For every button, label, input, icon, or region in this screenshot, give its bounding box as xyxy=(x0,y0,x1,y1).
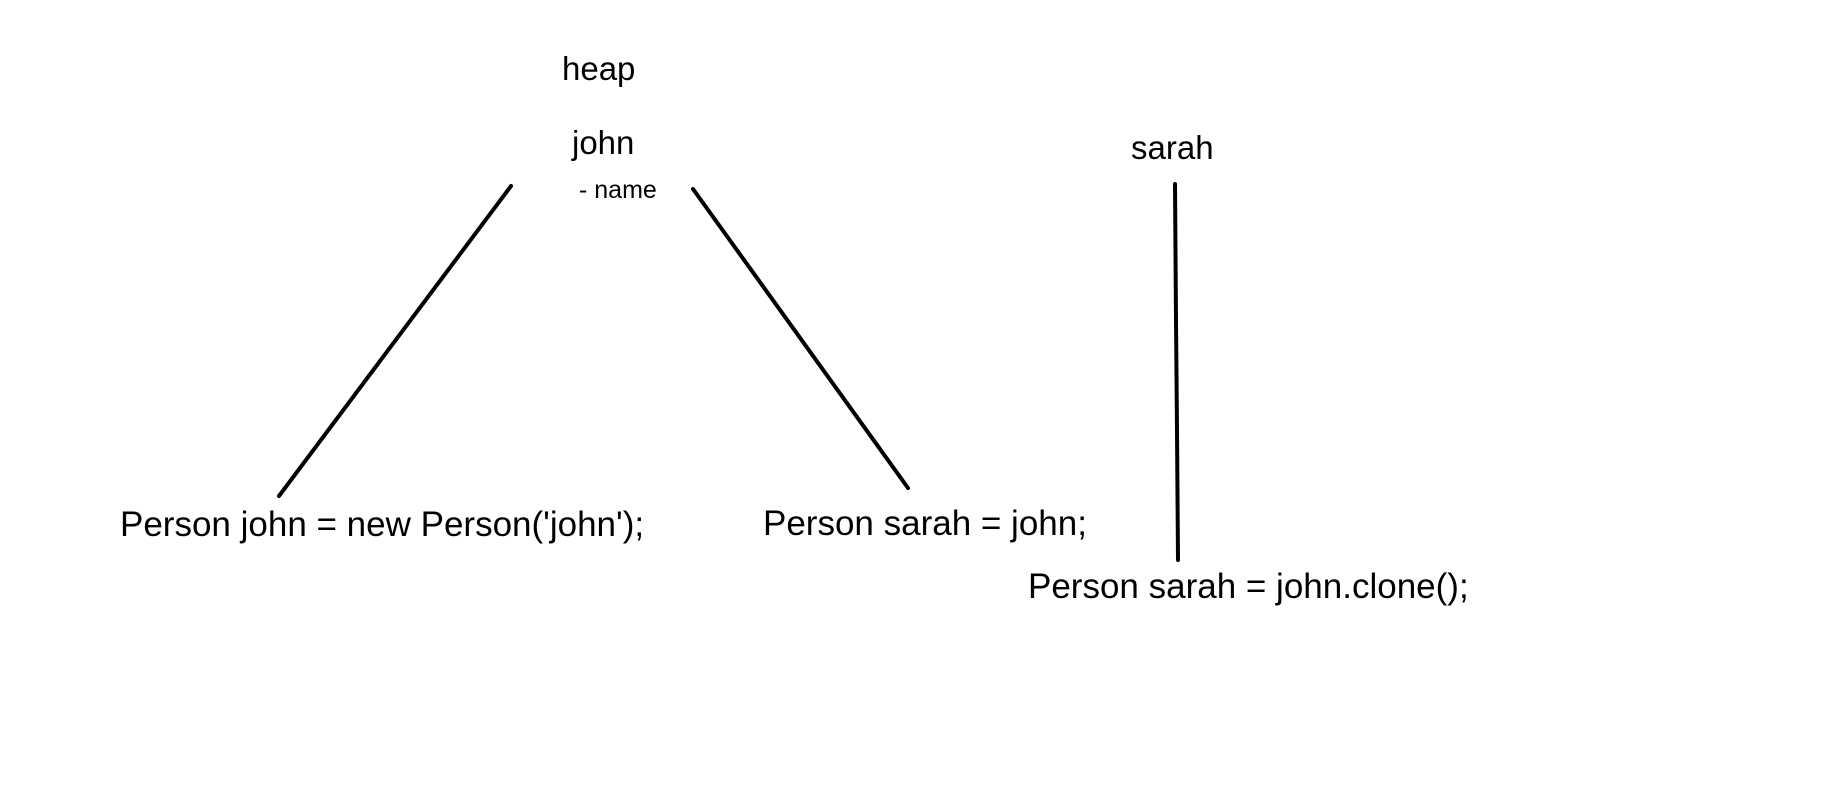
code-sarah-assignment: Person sarah = john; xyxy=(763,504,1087,543)
john-name-field: - name xyxy=(579,176,657,204)
code-john-declaration: Person john = new Person('john'); xyxy=(120,505,645,544)
sarah-object-label: sarah xyxy=(1131,129,1214,166)
john-object-label: john xyxy=(572,124,635,161)
connector-sarah-clone xyxy=(1173,182,1180,562)
heap-label: heap xyxy=(562,50,636,87)
connector-john-declaration xyxy=(277,184,513,498)
code-sarah-clone: Person sarah = john.clone(); xyxy=(1028,567,1469,606)
connector-sarah-assignment xyxy=(691,187,910,490)
